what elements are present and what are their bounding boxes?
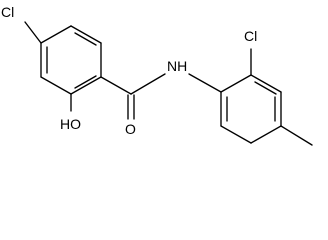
chlorine-bond-left [24, 21, 42, 44]
left-ring-bond [40, 25, 72, 44]
left-ring-bond [70, 76, 102, 95]
amide-nitrogen-label: NH [167, 58, 187, 74]
left-ring-inner-double-bond [74, 75, 97, 89]
ring-to-carbonyl-bond [100, 76, 132, 95]
methyl-bond [280, 125, 313, 146]
carbonyl-oxygen-label: O [125, 121, 136, 137]
right-ring-bond [220, 74, 252, 93]
left-ring-bond [70, 25, 102, 44]
bond-lines [24, 21, 313, 146]
carbonyl-to-nitrogen-bond [130, 73, 166, 95]
left-ring-inner-double-bond [74, 32, 97, 46]
right-ring-inner-double-bond [254, 81, 277, 95]
right-ring-bond [250, 125, 282, 144]
chlorine-atom-label-left: Cl [1, 4, 14, 20]
nitrogen-to-ring-bond [188, 73, 222, 93]
right-ring-bond [220, 125, 252, 144]
chlorine-atom-label-right: Cl [244, 28, 257, 44]
right-ring-bond [250, 74, 282, 93]
hydroxyl-label: HO [60, 116, 81, 132]
atom-labels: Cl HO O NH Cl [1, 4, 257, 137]
left-ring-bond [40, 76, 72, 95]
chemical-structure-diagram: Cl HO O NH Cl [1, 4, 313, 146]
